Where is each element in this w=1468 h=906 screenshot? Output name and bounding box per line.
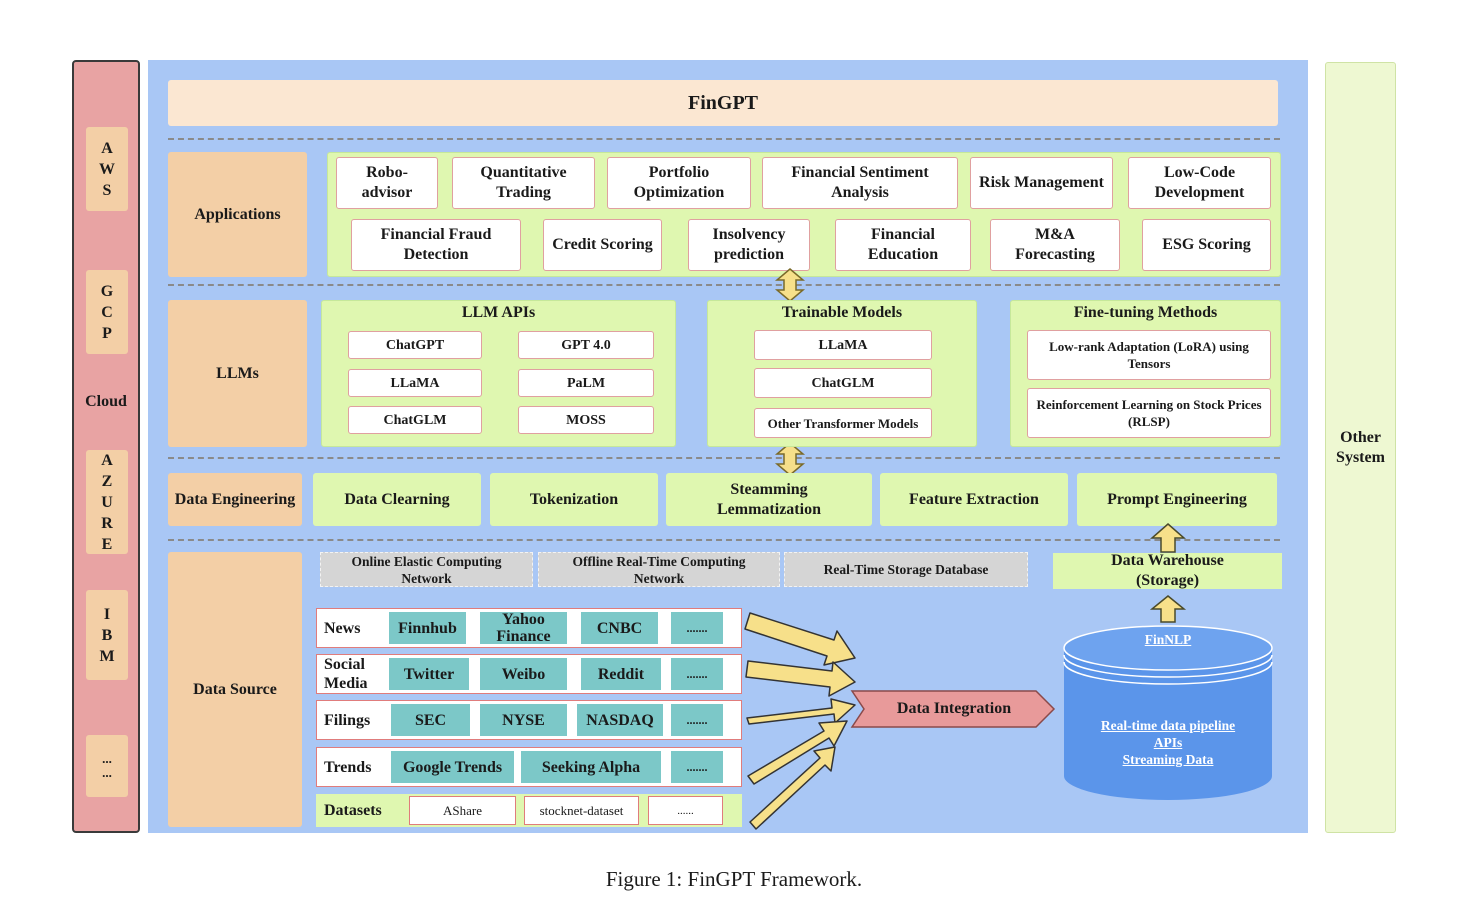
source-twitter: Twitter <box>389 658 469 690</box>
arrow-datasets-icon <box>749 746 836 830</box>
trainable-model-other-transformers: Other Transformer Models <box>754 408 932 438</box>
dataset-more: ...... <box>648 796 723 825</box>
finnlp-database-icon <box>1063 625 1273 800</box>
app-insolvency-prediction: Insolvency prediction <box>688 219 810 271</box>
data-warehouse: Data Warehouse (Storage) <box>1053 552 1282 589</box>
source-label-social-media: Social Media <box>324 656 368 692</box>
source-reddit: Reddit <box>581 658 661 690</box>
app-financial-fraud-detection: Financial Fraud Detection <box>351 219 521 271</box>
de-stemming-lemmatization: Steamming Lemmatization <box>666 473 872 526</box>
app-risk-management: Risk Management <box>970 157 1113 209</box>
source-news-more: ....... <box>671 612 723 644</box>
arrow-trends-icon <box>747 720 848 785</box>
fingpt-title: FinGPT <box>168 80 1278 126</box>
source-cnbc: CNBC <box>581 612 658 644</box>
finnlp-apis[interactable]: APIs <box>1153 735 1183 750</box>
source-label-trends: Trends <box>324 758 372 776</box>
datasets-label: Datasets <box>324 802 382 819</box>
realtime-storage-database: Real-Time Storage Database <box>784 552 1028 587</box>
source-nyse: NYSE <box>480 704 567 736</box>
cloud-provider-gcp: G C P <box>86 270 128 354</box>
llm-api-llama: LLaMA <box>348 369 482 397</box>
layer-divider <box>168 457 1280 459</box>
trainable-model-chatglm: ChatGLM <box>754 368 932 398</box>
other-system-panel: Other System <box>1325 62 1396 833</box>
de-tokenization: Tokenization <box>490 473 658 526</box>
trainable-model-llama: LLaMA <box>754 330 932 360</box>
finetuning-lora: Low-rank Adaptation (LoRA) using Tensors <box>1027 330 1271 380</box>
arrow-filings-icon <box>746 698 856 725</box>
dataset-ashare: AShare <box>409 796 516 825</box>
cloud-provider-azure: A Z U R E <box>86 450 128 554</box>
finnlp-realtime-pipeline[interactable]: Real-time data pipeline <box>1100 718 1236 733</box>
source-finnhub: Finnhub <box>389 612 466 644</box>
arrow-news-icon <box>744 612 856 666</box>
app-robo-advisor: Robo-advisor <box>336 157 438 209</box>
app-portfolio-optimization: Portfolio Optimization <box>607 157 751 209</box>
source-filings-more: ....... <box>671 704 723 736</box>
de-data-cleaning: Data Clearning <box>313 473 481 526</box>
data-integration-label: Data Integration <box>896 700 1012 717</box>
finetuning-rlsp: Reinforcement Learning on Stock Prices (… <box>1027 388 1271 438</box>
layer-label-data-engineering: Data Engineering <box>168 473 302 526</box>
source-label-filings: Filings <box>324 711 371 729</box>
layer-divider <box>168 138 1280 140</box>
app-ma-forecasting: M&A Forecasting <box>990 219 1120 271</box>
source-sec: SEC <box>391 704 470 736</box>
double-arrow-icon <box>774 442 806 476</box>
source-label-news: News <box>324 619 361 637</box>
llm-api-gpt4: GPT 4.0 <box>518 331 654 359</box>
double-arrow-icon <box>774 268 806 302</box>
finnlp-streaming-data[interactable]: Streaming Data <box>1122 752 1214 767</box>
de-prompt-engineering: Prompt Engineering <box>1077 473 1277 526</box>
llm-api-moss: MOSS <box>518 406 654 434</box>
app-esg-scoring: ESG Scoring <box>1142 219 1271 271</box>
layer-label-data-source: Data Source <box>168 552 302 827</box>
cloud-provider-more: ... ... <box>86 735 128 797</box>
source-google-trends: Google Trends <box>391 751 514 783</box>
llm-api-chatglm: ChatGLM <box>348 406 482 434</box>
source-social-more: ....... <box>671 658 723 690</box>
source-weibo: Weibo <box>480 658 567 690</box>
app-credit-scoring: Credit Scoring <box>543 219 662 271</box>
other-system-label: Other System <box>1336 428 1385 466</box>
cloud-label: Cloud <box>85 393 127 410</box>
layer-divider <box>168 539 1280 541</box>
layer-label-llms: LLMs <box>168 300 307 447</box>
offline-realtime-computing-network: Offline Real-Time Computing Network <box>538 552 780 587</box>
source-seeking-alpha: Seeking Alpha <box>521 751 661 783</box>
app-financial-education: Financial Education <box>835 219 971 271</box>
dataset-stocknet: stocknet-dataset <box>524 796 639 825</box>
app-financial-sentiment-analysis: Financial Sentiment Analysis <box>762 157 958 209</box>
up-arrow-icon <box>1150 523 1186 553</box>
cloud-provider-ibm: I B M <box>86 590 128 680</box>
layer-divider <box>168 284 1280 286</box>
llm-apis-title: LLM APIs <box>461 304 536 321</box>
online-elastic-computing-network: Online Elastic Computing Network <box>320 552 533 587</box>
finetuning-title: Fine-tuning Methods <box>1073 304 1218 321</box>
de-feature-extraction: Feature Extraction <box>880 473 1068 526</box>
app-quantitative-trading: Quantitative Trading <box>452 157 595 209</box>
app-low-code-development: Low-Code Development <box>1128 157 1271 209</box>
source-yahoo-finance: Yahoo Finance <box>480 611 567 645</box>
layer-label-applications: Applications <box>168 152 307 277</box>
finnlp-title[interactable]: FinNLP <box>1144 632 1192 647</box>
trainable-models-title: Trainable Models <box>781 304 903 321</box>
arrow-social-icon <box>745 660 856 697</box>
up-arrow-icon <box>1149 595 1187 623</box>
source-nasdaq: NASDAQ <box>577 704 663 736</box>
converging-arrows <box>744 612 856 830</box>
data-integration-arrow <box>850 690 1056 728</box>
llm-api-chatgpt: ChatGPT <box>348 331 482 359</box>
llm-api-palm: PaLM <box>518 369 654 397</box>
source-trends-more: ....... <box>671 751 723 783</box>
cloud-provider-aws: A W S <box>86 127 128 211</box>
figure-caption: Figure 1: FinGPT Framework. <box>605 866 863 891</box>
